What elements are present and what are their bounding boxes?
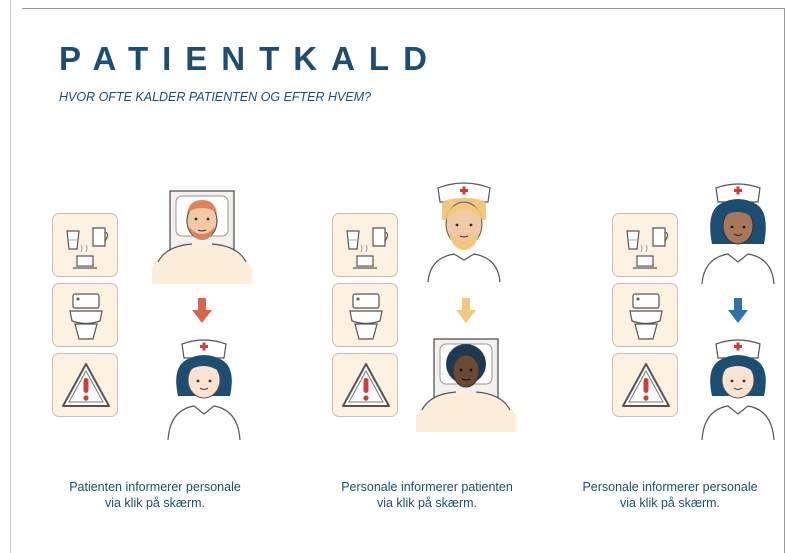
nurse-icon [701, 183, 775, 284]
caption-line: Patienten informerer personale [69, 480, 241, 494]
caption-staff-to-staff: Personale informerer personale via klik … [555, 479, 785, 511]
page-subtitle: HVOR OFTE KALDER PATIENTEN OG EFTER HVEM… [59, 90, 372, 104]
drinks-icon [66, 227, 109, 269]
patient-in-bed-icon [152, 190, 252, 284]
caption-line: via klik på skærm. [619, 496, 721, 510]
toilet-icon [629, 293, 663, 340]
arrow-down-icon [456, 298, 476, 323]
caption-line: Personale informerer personale [582, 480, 758, 494]
caption-line: via klik på skærm. [104, 496, 206, 510]
drinks-icon [346, 227, 389, 269]
warning-icon [622, 363, 670, 407]
arrow-down-icon [192, 298, 212, 323]
drinks-icon [626, 227, 669, 269]
warning-icon [342, 363, 390, 407]
drinks-tile[interactable] [332, 213, 398, 277]
caption-staff-to-patient: Personale informerer patienten via klik … [312, 479, 542, 511]
caption-line: Personale informerer patienten [341, 480, 513, 494]
nurse-icon [167, 339, 241, 440]
drinks-tile[interactable] [612, 213, 678, 277]
toilet-tile[interactable] [332, 283, 398, 347]
patient-in-bed-icon [416, 338, 516, 432]
caption-line: via klik på skærm. [376, 496, 478, 510]
warning-icon [62, 363, 110, 407]
warning-tile[interactable] [52, 353, 118, 417]
toilet-tile[interactable] [52, 283, 118, 347]
scenario-staff-to-staff [612, 180, 785, 450]
left-divider [10, 0, 11, 553]
warning-tile[interactable] [332, 353, 398, 417]
toilet-icon [69, 293, 103, 340]
scenario-staff-to-patient [332, 180, 542, 450]
toilet-tile[interactable] [612, 283, 678, 347]
scenario-patient-to-staff [52, 180, 262, 450]
toilet-icon [349, 293, 383, 340]
arrow-down-icon [728, 298, 748, 323]
caption-patient-to-staff: Patienten informerer personale via klik … [40, 479, 270, 511]
male-nurse-icon [427, 182, 501, 282]
drinks-tile[interactable] [52, 213, 118, 277]
page-title: PATIENTKALD [59, 40, 441, 77]
nurse-icon [701, 339, 775, 440]
warning-tile[interactable] [612, 353, 678, 417]
